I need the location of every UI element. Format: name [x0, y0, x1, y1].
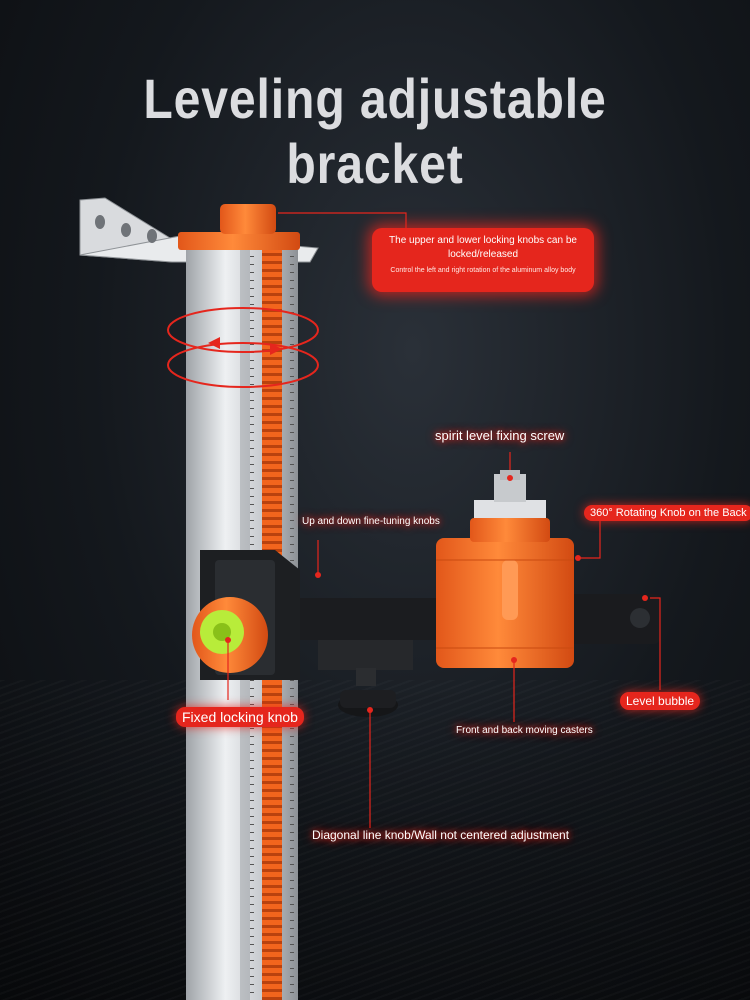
fixed-locking-knob-graphic [192, 597, 268, 673]
locking-knobs-callout: The upper and lower locking knobs can be… [372, 228, 594, 292]
rotation-arrows [167, 307, 319, 388]
locking-knobs-text: The upper and lower locking knobs can be… [389, 235, 577, 260]
fine-tuning-label: Up and down fine-tuning knobs [302, 516, 440, 527]
level-bubble-label: Level bubble [620, 692, 701, 710]
diagonal-knob-label: Diagonal line knob/Wall not centered adj… [312, 828, 570, 842]
spirit-level-screw-label: spirit level fixing screw [435, 428, 565, 443]
leader-dots [225, 475, 648, 713]
fixed-locking-knob-label: Fixed locking knob [176, 707, 304, 727]
casters-label: Front and back moving casters [456, 725, 593, 736]
rotating-knob-label: 360° Rotating Knob on the Back [584, 505, 750, 521]
diagonal-line-knob-graphic [338, 668, 398, 717]
floor-texture [0, 680, 750, 1000]
page-title: Leveling adjustable bracket [143, 67, 607, 195]
clamp-assembly [200, 550, 660, 680]
top-locking-knob [178, 204, 300, 250]
locking-knobs-subtext: Control the left and right rotation of t… [390, 267, 576, 274]
rotating-body [436, 470, 574, 668]
